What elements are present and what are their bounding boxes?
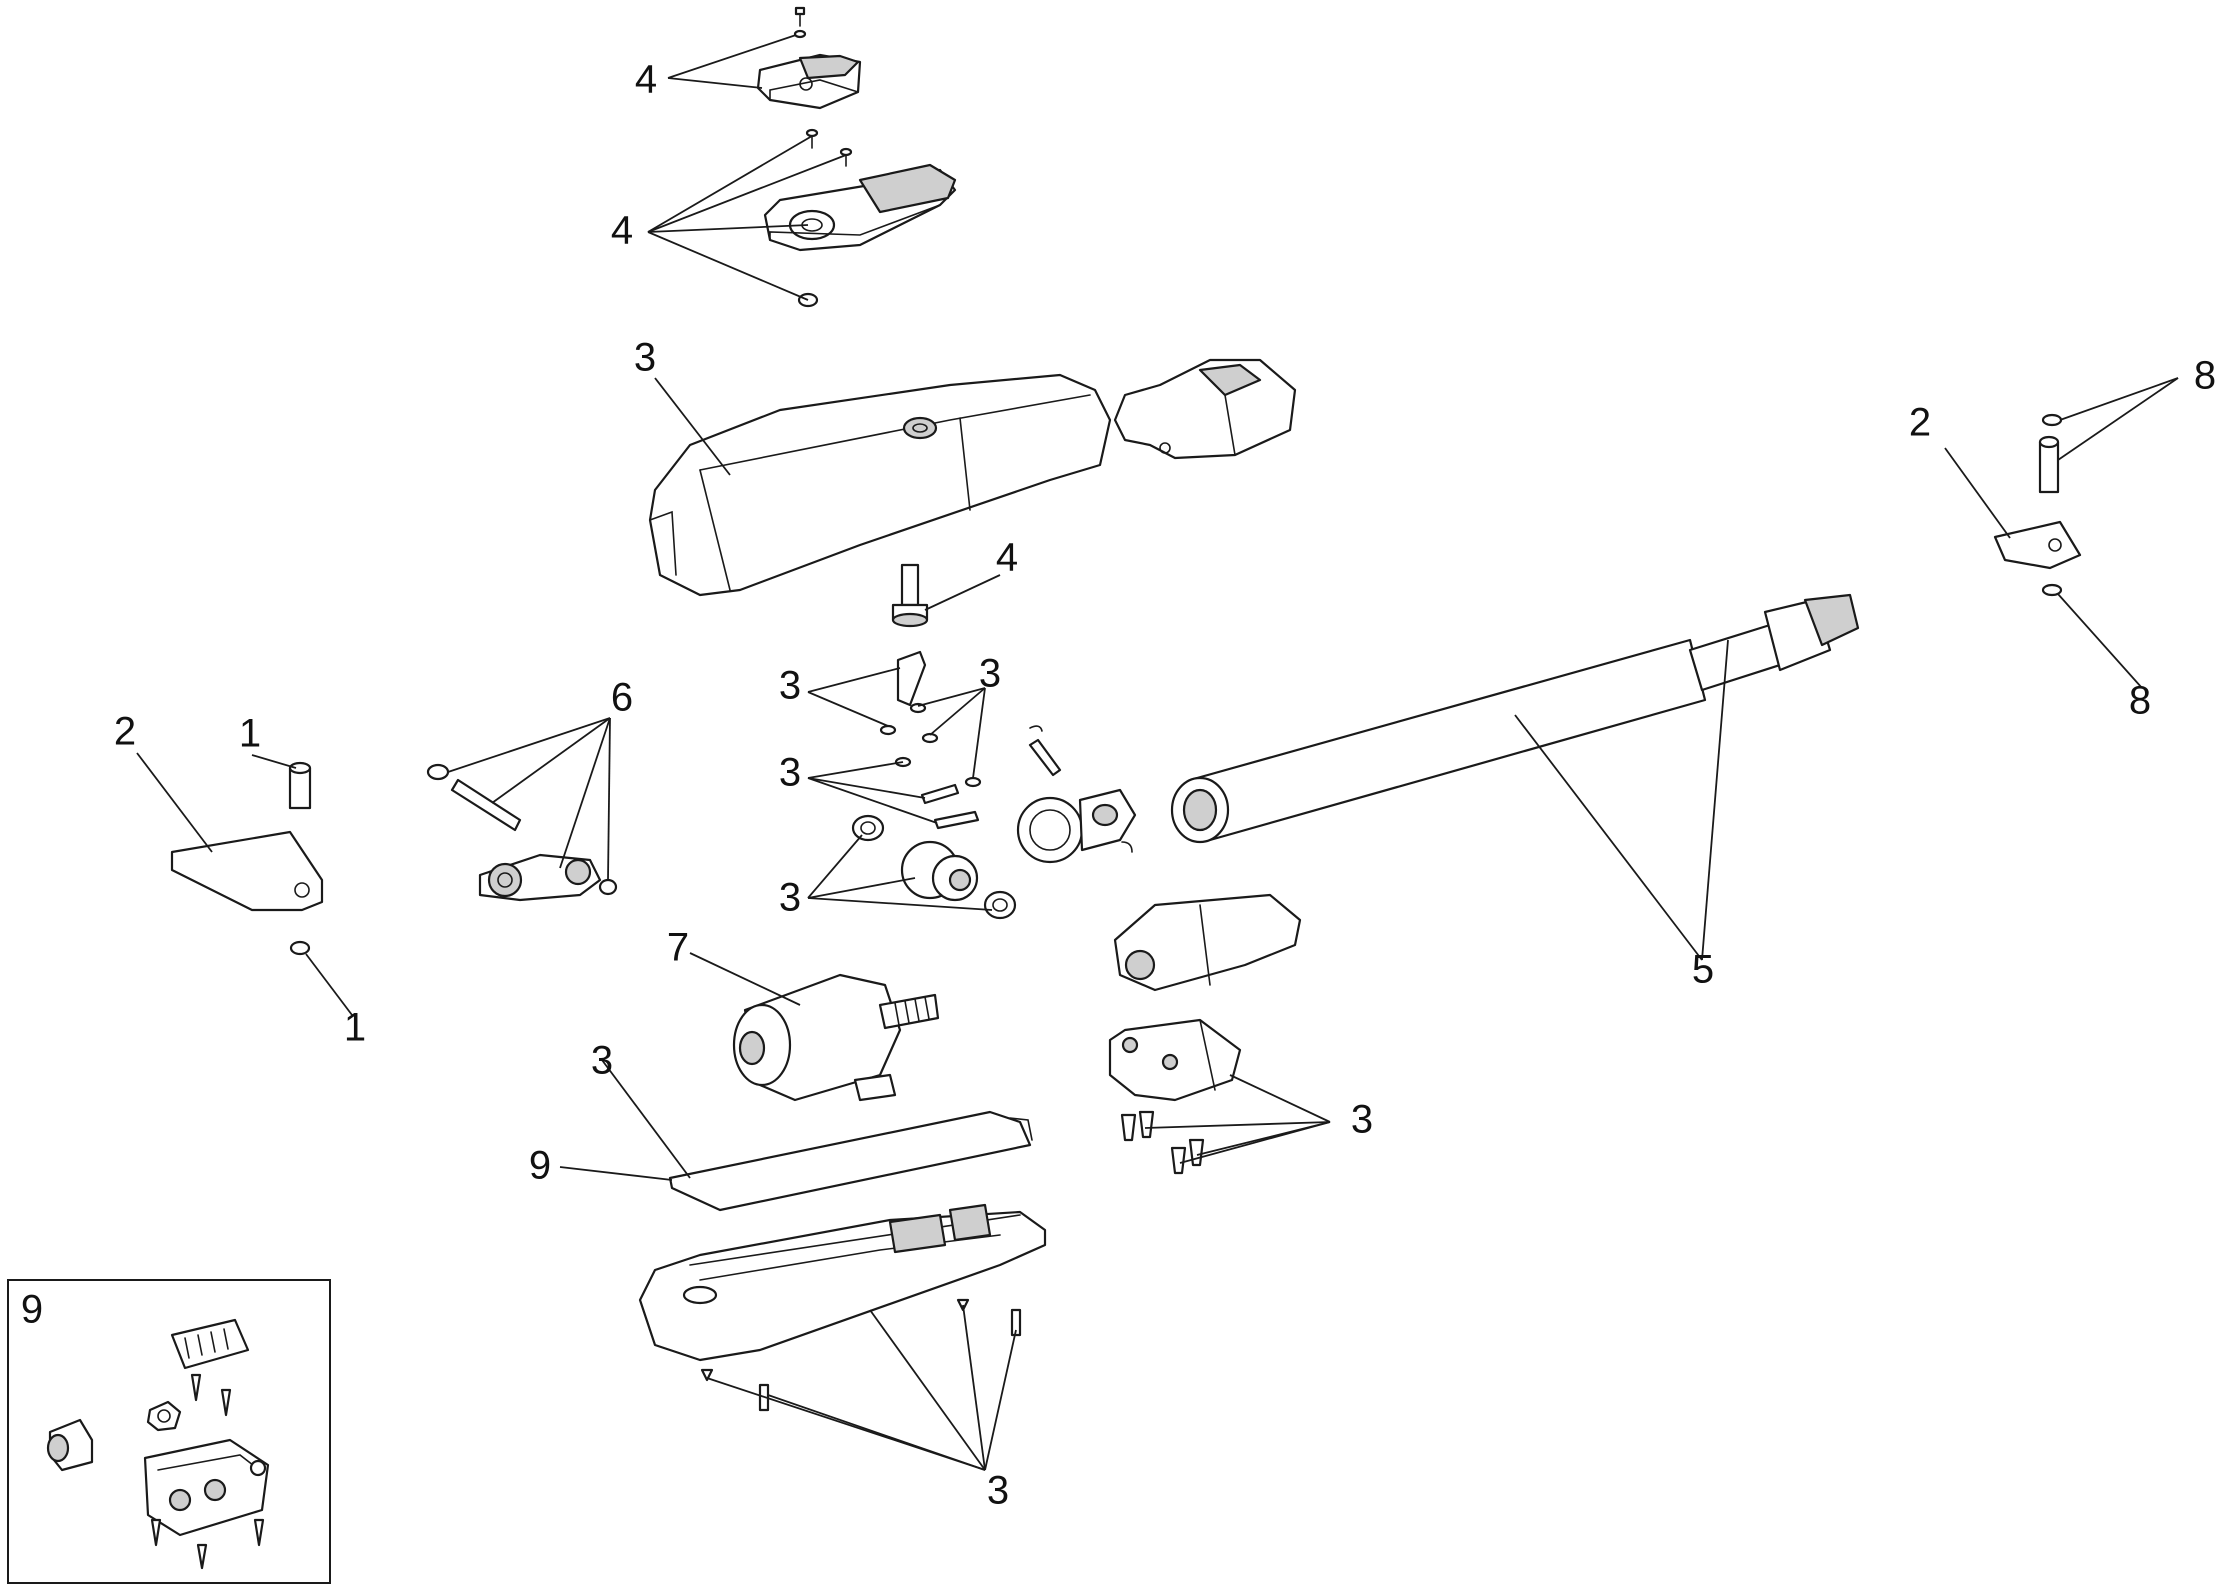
housing-cover (648, 373, 1112, 597)
bracket-plate (763, 163, 957, 252)
cable-gland (46, 1418, 94, 1472)
callout-3-hardware-a: 3 (779, 664, 801, 708)
callout-5-tube: 5 (1692, 948, 1714, 992)
callout-3-hardware-c: 3 (779, 751, 801, 795)
inset-frame (7, 1279, 331, 1584)
right-washer-bottom (2041, 583, 2063, 597)
box-screws (150, 1518, 265, 1570)
gasket (668, 1110, 1033, 1212)
callout-2-left-bracket: 2 (114, 710, 136, 754)
callout-1-pin: 1 (239, 712, 261, 756)
callout-3-end-caps: 3 (1351, 1098, 1373, 1142)
terminal-block (170, 1318, 250, 1370)
callout-4-shaft: 4 (996, 536, 1018, 580)
callout-3-housing: 3 (634, 336, 656, 380)
junction-box (143, 1438, 270, 1537)
left-pin (288, 761, 312, 810)
arm-linkage (426, 763, 618, 902)
top-clip-assembly (756, 6, 862, 110)
drive-shaft (891, 563, 929, 628)
callout-3-hardware-b: 3 (979, 652, 1001, 696)
callout-7-motor: 7 (667, 926, 689, 970)
callout-4-top-clip: 4 (635, 58, 657, 102)
right-pin (2038, 435, 2060, 494)
left-washer (289, 940, 311, 956)
right-mount-bracket (1993, 520, 2082, 570)
callout-6-linkage: 6 (611, 676, 633, 720)
callout-labels: 4 4 3 4 6 2 1 1 3 3 3 3 7 3 9 3 3 5 2 8 … (114, 58, 2216, 1513)
top-clip (756, 53, 862, 110)
inset-screws (190, 1373, 232, 1417)
screw-small (793, 6, 807, 39)
inset-label: 9 (21, 1288, 43, 1332)
screw-b (839, 147, 853, 167)
motor (732, 973, 940, 1102)
leader-lines (136, 34, 2179, 1471)
hardware-cluster (879, 650, 1062, 830)
actuator-tube (1170, 593, 1860, 844)
callout-8-top: 8 (2194, 354, 2216, 398)
callout-1-washer: 1 (344, 1006, 366, 1050)
callout-3-base: 3 (987, 1469, 1009, 1513)
base-screws (700, 1298, 1022, 1412)
middle-bracket-assembly (763, 128, 957, 308)
inset-box: 9 (7, 1279, 331, 1584)
cover-end-cap (1113, 358, 1297, 460)
lower-end-cap (1108, 1018, 1242, 1102)
callout-4-bracket: 4 (611, 209, 633, 253)
base-housing (638, 1203, 1047, 1362)
callout-8-bottom: 8 (2129, 679, 2151, 723)
callout-2-right-bracket: 2 (1909, 401, 1931, 445)
callout-9-gasket: 9 (529, 1144, 551, 1188)
callout-3-gears: 3 (779, 876, 801, 920)
right-washer-top (2041, 413, 2063, 427)
callout-3-gasket: 3 (591, 1039, 613, 1083)
bevel-gear (1016, 788, 1137, 864)
hex-nut (146, 1400, 182, 1432)
upper-end-cap (1113, 893, 1302, 992)
left-mount-bracket (170, 830, 324, 912)
spur-gear-assembly (851, 814, 1017, 920)
cap-screws (1120, 1110, 1205, 1175)
